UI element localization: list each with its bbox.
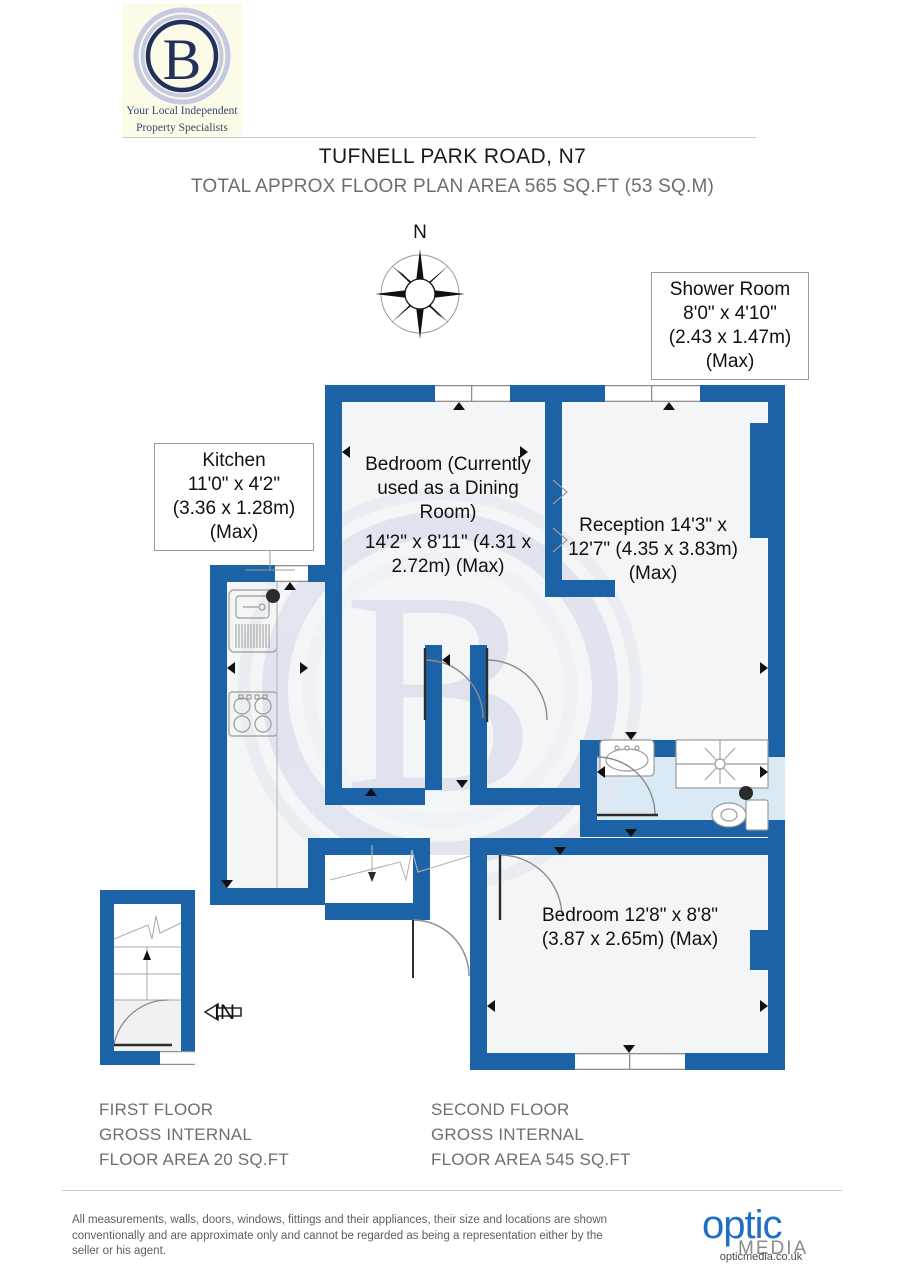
kitchen-max: (Max)	[209, 522, 259, 543]
media-wordmark: MEDIA	[738, 1238, 808, 1259]
first-floor-line3: FLOOR AREA 20 SQ.FT	[99, 1150, 289, 1169]
compass-north-label: N	[413, 222, 427, 243]
footer-divider	[62, 1190, 842, 1191]
first-floor-line1: FIRST FLOOR	[99, 1100, 214, 1119]
kitchen-metric: (3.36 x 1.28m)	[172, 498, 296, 519]
shower-light-point-icon	[739, 786, 753, 800]
optic-media-logo: optic MEDIA	[702, 1203, 808, 1259]
logo-graphic: B	[133, 7, 231, 105]
agency-logo: B Your Local Independent Property Specia…	[122, 4, 242, 138]
room-label-reception: Reception 14'3" x 12'7" (4.35 x 3.83m) (…	[556, 514, 750, 586]
room-label-bedroom-dining: Bedroom (Currently used as a Dining Room…	[355, 453, 541, 579]
shower-room-fittings	[599, 739, 769, 831]
disclaimer-text: All measurements, walls, doors, windows,…	[72, 1214, 608, 1257]
logo-tagline: Your Local Independent Property Speciali…	[126, 105, 238, 134]
bedroom-dining-metric: (4.31 x 2.72m)	[391, 532, 532, 577]
shower-room-max: (Max)	[705, 351, 755, 372]
bedroom-two-name: Bedroom	[541, 905, 620, 926]
door-swings	[412, 479, 658, 978]
shower-room-metric: (2.43 x 1.47m)	[668, 327, 792, 348]
reception-name: Reception	[579, 515, 665, 536]
stair-break-line-lower	[329, 845, 471, 883]
bedroom-dining-note1: (Currently used	[377, 454, 531, 499]
bedroom-dining-note2: as a Dining Room)	[419, 478, 519, 523]
bedroom-two-metric: (3.87 x 2.65m)	[541, 929, 665, 950]
reception-metric: (4.35 x 3.83m)	[615, 539, 738, 560]
optic-media-url: opticmedia.co.uk	[719, 1251, 803, 1263]
header-divider	[122, 137, 756, 138]
bedroom-two-max: (Max)	[669, 929, 719, 950]
page-subtitle: TOTAL APPROX FLOOR PLAN AREA 565 SQ.FT (…	[190, 176, 715, 197]
shower-room-imperial: 8'0" x 4'10"	[683, 303, 777, 324]
shower-room-name: Shower Room	[669, 279, 791, 300]
reception-max: (Max)	[628, 563, 678, 584]
bedroom-dining-max: (Max)	[455, 556, 505, 577]
svg-text:B: B	[163, 27, 202, 92]
second-floor-line1: SECOND FLOOR	[431, 1100, 570, 1119]
second-floor-line3: FLOOR AREA 545 SQ.FT	[431, 1150, 631, 1169]
bedroom-dining-name: Bedroom	[365, 454, 443, 475]
kitchen-light-point-icon	[266, 589, 280, 603]
callout-kitchen: Kitchen 11'0" x 4'2" (3.36 x 1.28m) (Max…	[154, 443, 314, 551]
second-floor-info: SECOND FLOOR GROSS INTERNAL FLOOR AREA 5…	[431, 1097, 631, 1172]
room-label-bedroom-two: Bedroom 12'8" x 8'8" (3.87 x 2.65m) (Max…	[534, 904, 726, 952]
second-floor-line2: GROSS INTERNAL	[431, 1125, 584, 1144]
entrance-label: IN	[214, 1001, 235, 1024]
first-floor-plan	[100, 890, 242, 1065]
reception-imperial: 14'3" x 12'7"	[568, 515, 727, 560]
bedroom-dining-imperial: 14'2" x 8'11"	[364, 532, 468, 553]
logo-tagline-line1: Your Local Independent	[126, 105, 238, 117]
kitchen-name: Kitchen	[202, 450, 266, 471]
kitchen-imperial: 11'0" x 4'2"	[187, 474, 281, 495]
logo-tagline-line2: Property Specialists	[136, 122, 228, 134]
callout-shower-room: Shower Room 8'0" x 4'10" (2.43 x 1.47m) …	[651, 272, 809, 380]
compass-rose: N	[355, 222, 485, 347]
first-floor-line2: GROSS INTERNAL	[99, 1125, 252, 1144]
dimension-arrows	[221, 402, 768, 1053]
kitchen-fittings	[228, 582, 278, 888]
kitchen-leader-line	[245, 548, 295, 571]
page-title: TUFNELL PARK ROAD, N7	[318, 145, 587, 168]
entrance-arrow-icon	[203, 1002, 242, 1022]
wc-cistern-icon	[745, 799, 769, 831]
optic-wordmark: optic	[702, 1203, 782, 1247]
compass-icon	[375, 249, 465, 339]
first-floor-info: FIRST FLOOR GROSS INTERNAL FLOOR AREA 20…	[99, 1097, 289, 1172]
bedroom-two-imperial: 12'8" x 8'8"	[624, 905, 719, 926]
